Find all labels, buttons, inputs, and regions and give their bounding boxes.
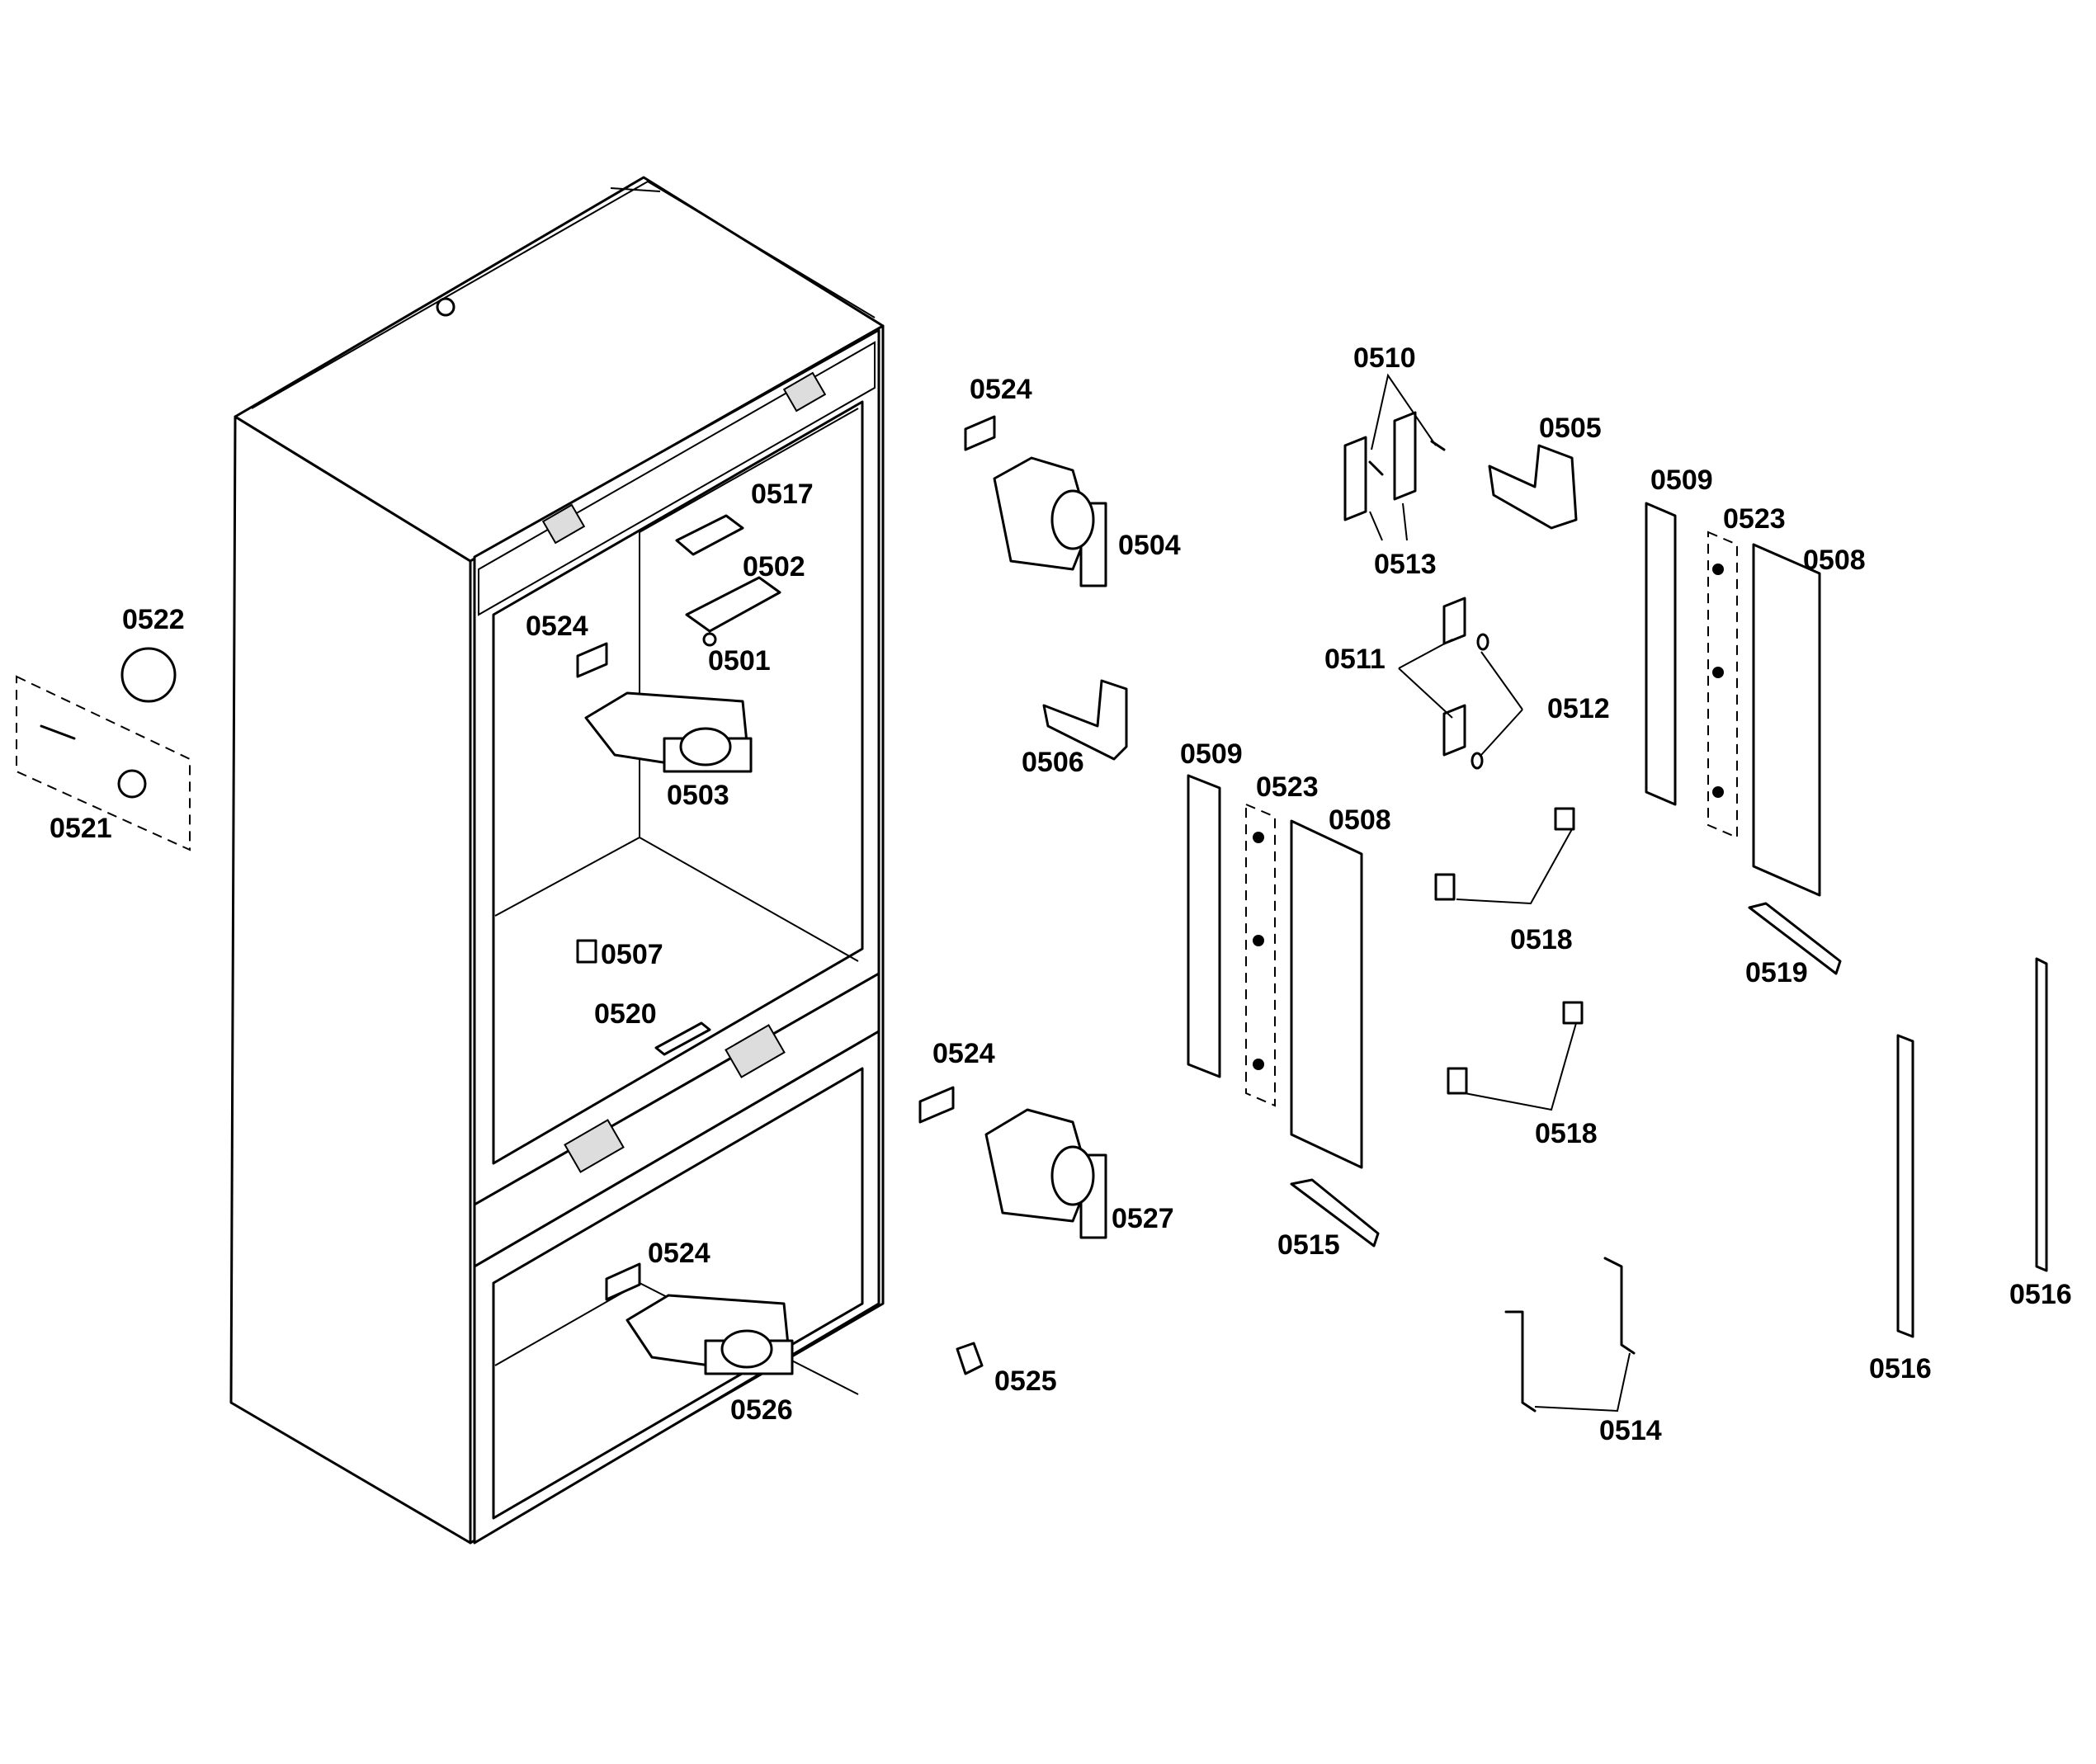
label-0505: 0505 <box>1539 413 1602 444</box>
label-0514: 0514 <box>1599 1415 1662 1446</box>
label-0508-lower: 0508 <box>1329 804 1391 836</box>
label-0524-top: 0524 <box>970 374 1032 405</box>
label-0526: 0526 <box>730 1394 793 1426</box>
part-0518-brackets <box>1434 807 1584 1095</box>
label-0523-upper: 0523 <box>1723 503 1786 535</box>
part-0503-hinge <box>584 691 753 773</box>
label-0521: 0521 <box>50 813 112 844</box>
label-0501: 0501 <box>708 645 771 677</box>
label-0523-lower: 0523 <box>1256 771 1319 803</box>
label-0524-cabinet-lower: 0524 <box>648 1238 710 1269</box>
part-0514-brackets <box>1504 1257 1636 1413</box>
part-0526-hinge <box>625 1294 794 1375</box>
label-0519: 0519 <box>1745 957 1808 988</box>
label-0504: 0504 <box>1118 530 1181 561</box>
part-0517-0502-0501-clips <box>675 514 781 647</box>
part-0519-rail <box>1748 902 1842 975</box>
label-0527: 0527 <box>1112 1203 1174 1234</box>
label-0510: 0510 <box>1353 342 1416 374</box>
label-0520: 0520 <box>594 998 657 1030</box>
label-0511: 0511 <box>1324 644 1386 675</box>
label-0512: 0512 <box>1547 693 1610 724</box>
part-0505-bracket <box>1488 444 1578 530</box>
refrigerator-cabinet <box>229 176 885 1545</box>
label-0507: 0507 <box>601 939 663 970</box>
part-0511-0512-clips <box>1442 597 1489 770</box>
leader-lines <box>1369 373 1631 1413</box>
label-0525: 0525 <box>994 1365 1057 1397</box>
label-0516-right: 0516 <box>2009 1279 2072 1310</box>
label-0517: 0517 <box>751 479 814 510</box>
part-0521-assembly <box>16 675 191 851</box>
label-0513: 0513 <box>1374 549 1437 580</box>
label-0518-lower: 0518 <box>1535 1118 1598 1149</box>
part-0527-hinge <box>984 1108 1107 1239</box>
part-labels: 0510 0505 0513 0511 0512 0509 0523 0508 … <box>50 342 2072 1446</box>
part-0515-rail <box>1290 1178 1380 1248</box>
part-0522-ring <box>120 647 177 703</box>
part-0510-0513-plates <box>1343 411 1446 521</box>
label-0508-upper: 0508 <box>1803 545 1866 576</box>
part-upper-panel-set <box>1645 502 1821 897</box>
part-0516-strips <box>1896 957 2048 1338</box>
label-0524-mid: 0524 <box>932 1038 995 1069</box>
part-0507-0520-0525 <box>576 939 984 1375</box>
part-0506-bracket <box>1042 679 1128 761</box>
label-0524-cabinet-upper: 0524 <box>526 611 588 642</box>
part-0504-hinge <box>993 456 1107 587</box>
part-lower-panel-set <box>1187 774 1363 1169</box>
label-0515: 0515 <box>1277 1229 1340 1261</box>
part-0524-label-plates <box>576 415 996 1301</box>
label-0516-left: 0516 <box>1869 1353 1932 1384</box>
label-0509-upper: 0509 <box>1650 465 1713 496</box>
label-0502: 0502 <box>743 551 805 582</box>
label-0506: 0506 <box>1022 747 1084 778</box>
label-0503: 0503 <box>667 780 729 811</box>
label-0522: 0522 <box>122 604 185 635</box>
label-0518-upper: 0518 <box>1510 924 1573 955</box>
label-0509-lower: 0509 <box>1180 738 1243 770</box>
